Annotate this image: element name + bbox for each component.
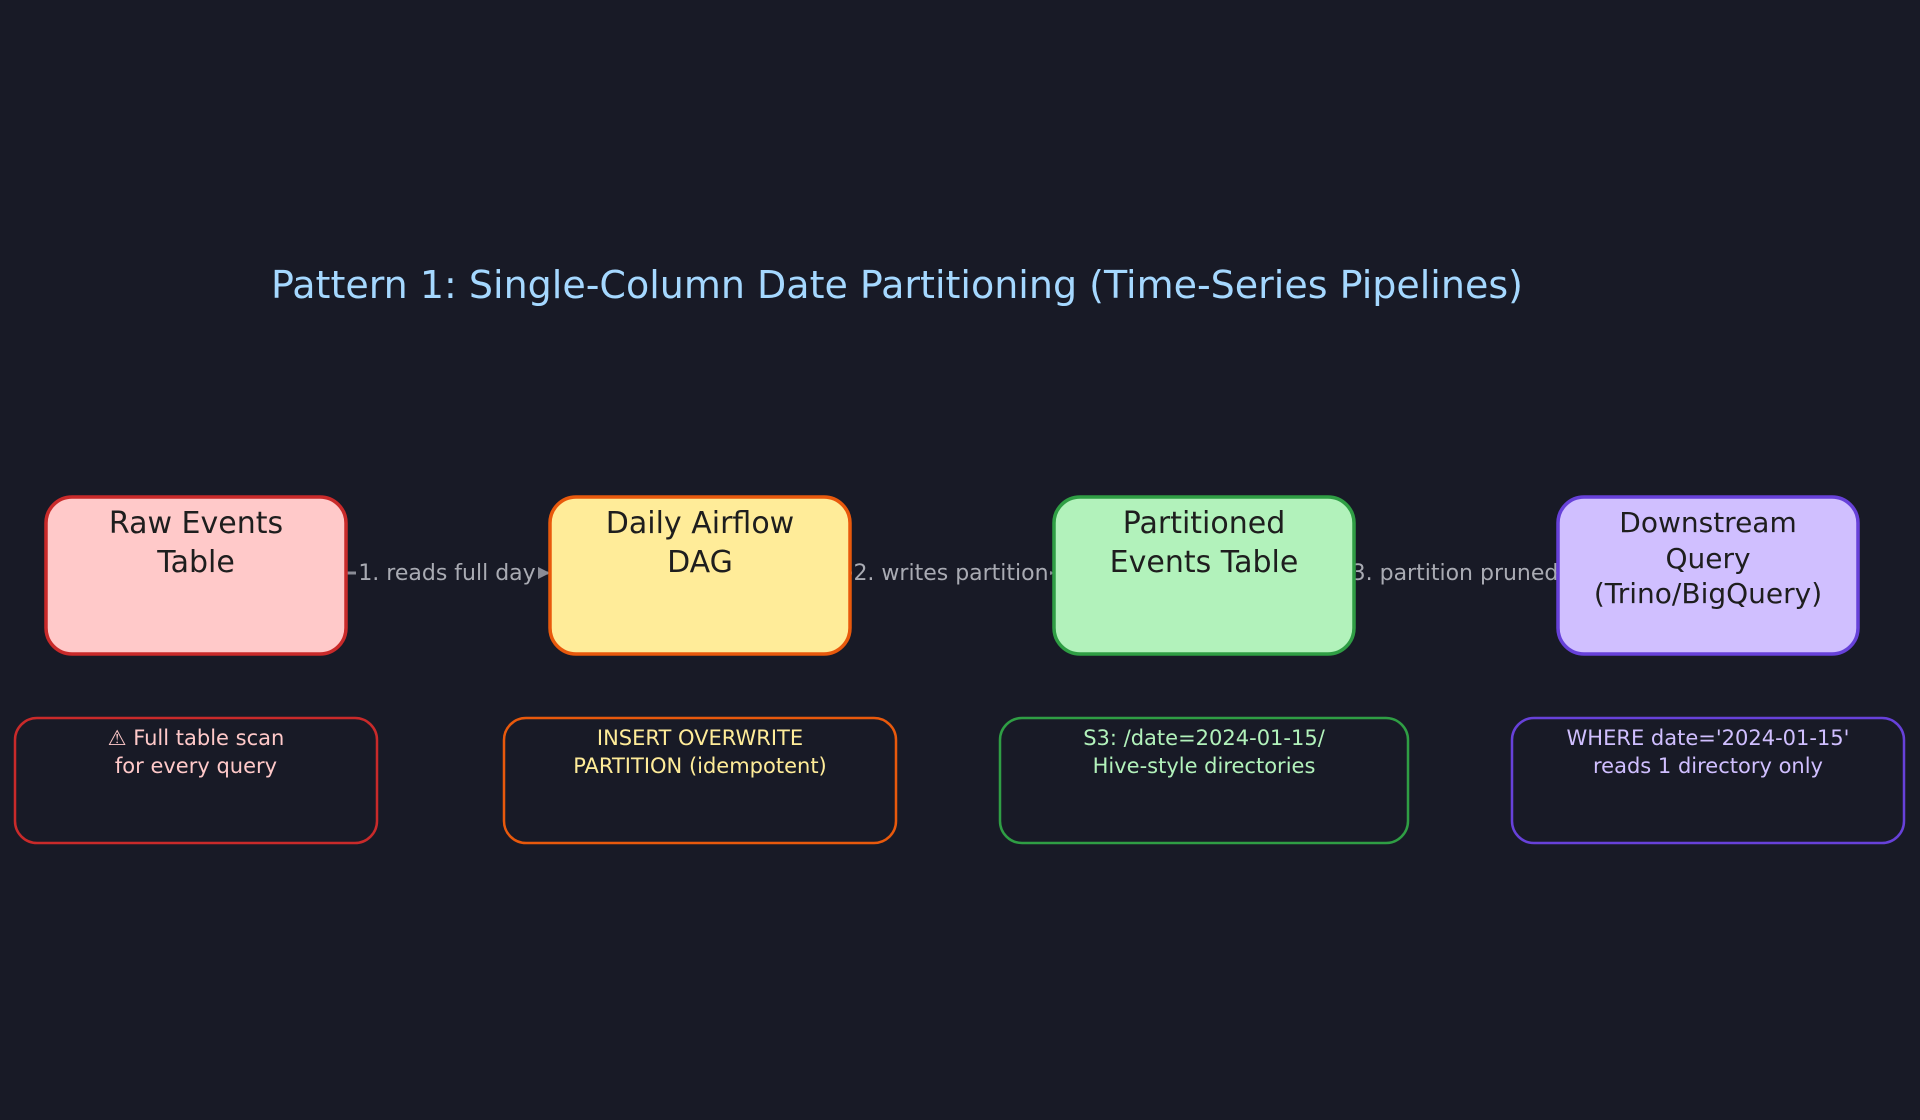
node-downstream-query: Downstream Query (Trino/BigQuery) — [1556, 495, 1860, 656]
notes: ⚠ Full table scan for every query INSERT… — [13, 716, 1906, 845]
note-text-line: INSERT OVERWRITE — [597, 726, 803, 750]
note-text-line: PARTITION (idempotent) — [573, 754, 827, 778]
note-text-line: ⚠ Full table scan — [108, 726, 285, 750]
node-label-line: Downstream — [1619, 506, 1796, 539]
arrow-partitioned-to-query: 3. partition pruned — [1352, 553, 1559, 589]
node-label-line: Partitioned — [1123, 506, 1286, 541]
node-label-line: (Trino/BigQuery) — [1594, 577, 1822, 610]
note-text-line: S3: /date=2024-01-15/ — [1083, 726, 1326, 750]
arrow-label-2: 2. writes partition — [853, 561, 1048, 586]
node-label-line: Table — [156, 545, 235, 580]
note-raw-events: ⚠ Full table scan for every query — [13, 716, 379, 845]
node-airflow-dag: Daily Airflow DAG — [548, 495, 852, 656]
arrow-label-1: 1. reads full day — [358, 561, 535, 586]
note-downstream-query: WHERE date='2024-01-15' reads 1 director… — [1510, 716, 1906, 845]
node-label-line: DAG — [667, 545, 733, 580]
nodes: Raw Events Table Daily Airflow DAG Parti… — [44, 495, 1860, 656]
note-text-line: Hive-style directories — [1093, 754, 1316, 778]
node-raw-events: Raw Events Table — [44, 495, 348, 656]
arrow-dag-to-partitioned: 2. writes partition — [850, 553, 1055, 589]
arrow-raw-to-dag: 1. reads full day — [346, 553, 551, 589]
connectors: 1. reads full day 2. writes partition 3.… — [346, 553, 1558, 589]
node-label-line: Query — [1665, 542, 1750, 575]
node-label-line: Daily Airflow — [606, 506, 794, 541]
note-text-line: for every query — [115, 754, 277, 778]
note-partitioned-events: S3: /date=2024-01-15/ Hive-style directo… — [998, 716, 1410, 845]
node-label-line: Events Table — [1110, 545, 1299, 580]
node-label-line: Raw Events — [109, 506, 283, 541]
note-airflow-dag: INSERT OVERWRITE PARTITION (idempotent) — [502, 716, 898, 845]
arrow-label-3: 3. partition pruned — [1352, 561, 1559, 586]
note-text-line: WHERE date='2024-01-15' — [1567, 726, 1850, 750]
note-text-line: reads 1 directory only — [1593, 754, 1823, 778]
diagram-title: Pattern 1: Single-Column Date Partitioni… — [271, 263, 1523, 307]
node-partitioned-events: Partitioned Events Table — [1052, 495, 1356, 656]
